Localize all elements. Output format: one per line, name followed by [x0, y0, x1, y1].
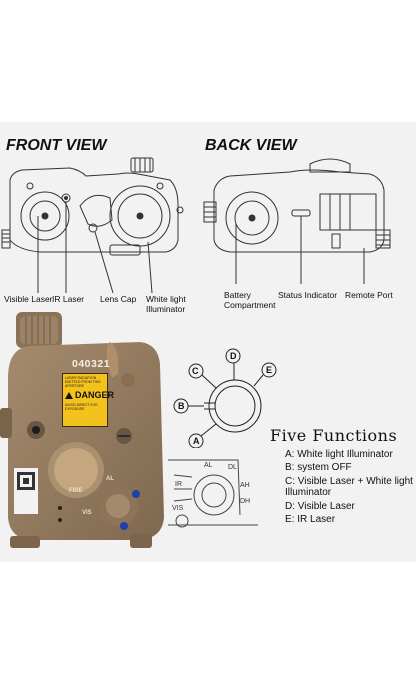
- back-view-title: BACK VIEW: [205, 137, 297, 154]
- device-photo: [0, 312, 164, 548]
- back-view-drawing: [203, 158, 391, 284]
- warning-heading: LASER RADIATION EMITTED FROM THIS APERTU…: [65, 376, 101, 388]
- label-white-light-line1: White light: [146, 294, 186, 304]
- front-view-title: FRONT VIEW: [6, 137, 107, 154]
- function-item-b: B: system OFF: [285, 462, 352, 473]
- five-functions-title: Five Functions: [270, 426, 398, 445]
- danger-label: DANGER: [75, 390, 115, 400]
- danger-row: DANGER: [65, 390, 114, 400]
- mode-dial-diagram: [168, 459, 258, 528]
- selector-position-d: D: [230, 351, 237, 361]
- function-item-e: E: IR Laser: [285, 514, 336, 525]
- dial-label-dl: DL: [228, 464, 237, 471]
- switch-label-al: AL: [106, 476, 114, 482]
- selector-position-b: B: [178, 401, 185, 411]
- label-ir-laser: IR Laser: [52, 294, 85, 304]
- label-status-indicator: Status Indicator: [278, 290, 338, 300]
- switch-label-vis: VIS: [82, 510, 92, 516]
- warning-small-text: AVOID DIRECT EYE EXPOSURE: [65, 403, 98, 411]
- front-view-drawing: [1, 157, 184, 294]
- dial-label-ir: IR: [175, 481, 182, 488]
- label-battery-line1: Battery: [224, 290, 251, 300]
- selector-diagram: [173, 348, 277, 448]
- dial-label-dh: DH: [240, 498, 251, 505]
- function-item-d: D: Visible Laser: [285, 501, 355, 512]
- label-lens-cap: Lens Cap: [100, 294, 137, 304]
- laser-warning-label: LASER RADIATION EMITTED FROM THIS APERTU…: [62, 373, 114, 427]
- function-item-c: C: Visible Laser + White light: [285, 476, 413, 487]
- selector-position-c: C: [192, 366, 199, 376]
- label-remote-port: Remote Port: [345, 290, 393, 300]
- function-item-a: A: White light Illuminator: [285, 449, 393, 460]
- switch-label-fire: FIRE: [69, 488, 83, 494]
- selector-position-a: A: [193, 436, 200, 446]
- function-item-c-cont: Illuminator: [285, 487, 332, 498]
- dial-label-ah: AH: [240, 482, 250, 489]
- dial-label-vis: VIS: [172, 505, 184, 512]
- dial-label-al: AL: [204, 462, 213, 469]
- device-serial-number: 040321: [72, 358, 111, 370]
- selector-position-e: E: [266, 365, 273, 375]
- label-visible-laser: Visible Laser: [4, 294, 53, 304]
- label-white-light-line2: Illuminator: [146, 304, 186, 314]
- warning-triangle-icon: [65, 391, 73, 399]
- label-battery-line2: Compartment: [224, 300, 276, 310]
